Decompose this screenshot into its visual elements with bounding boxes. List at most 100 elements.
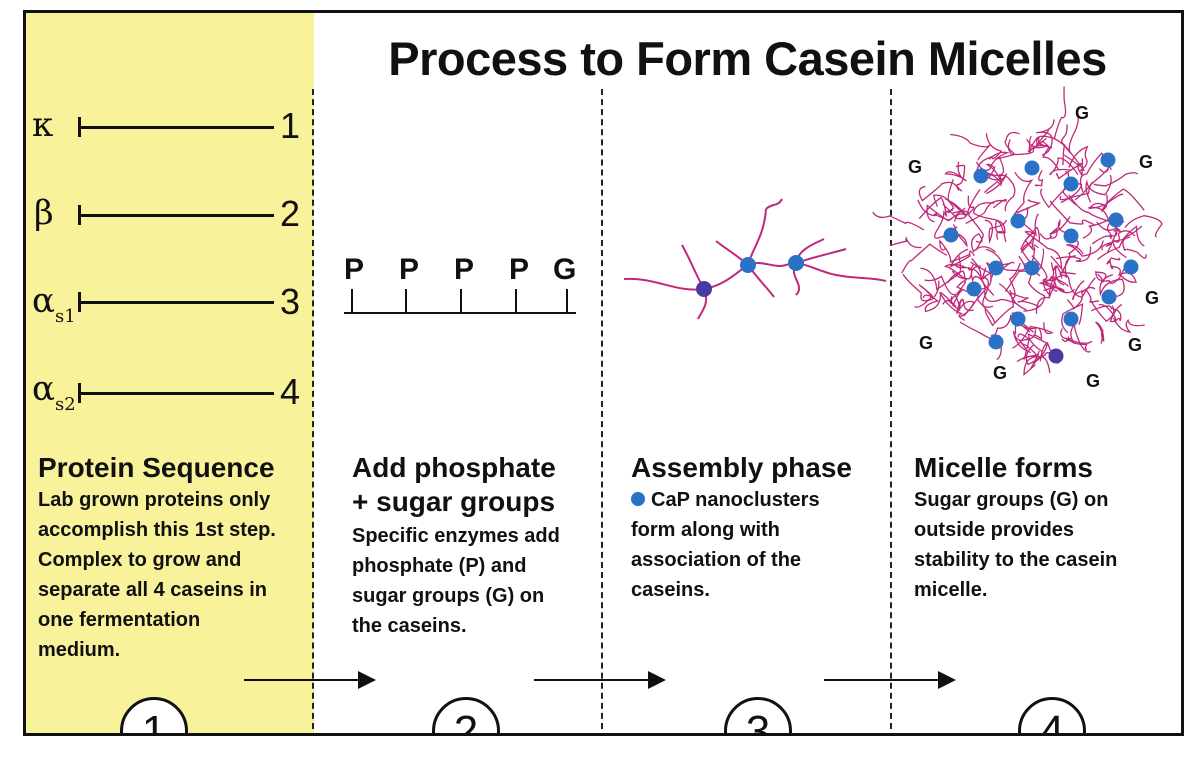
cap-nanocluster-dot bbox=[1010, 311, 1026, 327]
micelle-strand bbox=[995, 131, 1020, 160]
micelle-strand bbox=[1008, 262, 1027, 311]
panel1-heading: Protein Sequence bbox=[38, 452, 275, 483]
sequence-line bbox=[78, 392, 274, 395]
micelle-strand bbox=[1070, 323, 1091, 353]
micelle-strand bbox=[1040, 141, 1060, 171]
micelle-strand bbox=[1112, 230, 1136, 259]
micelle-strand bbox=[1049, 157, 1079, 176]
sequence-symbol: αs1 bbox=[32, 281, 76, 327]
arrow-step3-to-4 bbox=[824, 671, 956, 689]
micelle-strand bbox=[1016, 199, 1042, 214]
divider-1 bbox=[312, 89, 314, 733]
micelle-strand bbox=[1095, 321, 1105, 344]
micelle-strand bbox=[1059, 239, 1079, 276]
micelle-strand bbox=[1088, 193, 1124, 210]
micelle-strand bbox=[1106, 257, 1121, 270]
micelle-strand bbox=[1122, 236, 1147, 259]
micelle-strand bbox=[952, 210, 984, 251]
micelle-strand bbox=[1042, 279, 1065, 292]
micelle-strand bbox=[1111, 225, 1143, 242]
micelle-strand bbox=[1036, 135, 1085, 172]
cap-nanocluster-dot bbox=[1048, 348, 1064, 364]
cap-nanocluster-dot bbox=[1010, 213, 1026, 229]
phosphate-label: P bbox=[454, 253, 475, 286]
micelle-strand bbox=[1042, 255, 1076, 282]
micelle-strand bbox=[901, 243, 948, 274]
micelle-strand bbox=[984, 283, 1017, 305]
micelle-strand bbox=[1096, 271, 1107, 283]
cap-nanocluster-dot bbox=[1063, 228, 1079, 244]
sequence-line bbox=[78, 126, 274, 129]
cap-nanocluster-dot bbox=[973, 168, 989, 184]
panel3-heading: Assembly phase bbox=[631, 452, 852, 483]
micelle-strand bbox=[933, 194, 955, 214]
micelle-strand bbox=[944, 161, 967, 182]
cap-nanocluster-dot bbox=[1100, 152, 1116, 168]
divider-3 bbox=[890, 89, 892, 733]
micelle-strand bbox=[942, 289, 963, 307]
micelle-strand bbox=[1089, 300, 1115, 323]
sugar-group-label: G bbox=[919, 333, 934, 353]
cap-nanocluster-dot bbox=[1123, 259, 1139, 275]
sequence-number: 3 bbox=[280, 281, 301, 322]
sugar-group-label: G bbox=[1075, 103, 1090, 123]
micelle-strand bbox=[918, 181, 960, 202]
cap-nanocluster-dot bbox=[943, 227, 959, 243]
cap-nanocluster-dot bbox=[988, 260, 1004, 276]
micelle-strand bbox=[970, 232, 996, 253]
micelle-strand bbox=[1034, 170, 1044, 187]
micelle-strand bbox=[1027, 333, 1049, 362]
micelle-strand bbox=[1049, 216, 1071, 235]
micelle-strand bbox=[1060, 328, 1093, 344]
panel2-heading: Add phosphate + sugar groups bbox=[352, 452, 556, 517]
micelle-strand bbox=[1050, 255, 1096, 298]
micelle-strand bbox=[955, 164, 966, 192]
micelle-strand bbox=[926, 204, 966, 223]
cap-nanocluster-dot bbox=[1063, 176, 1079, 192]
cap-nanocluster-dot bbox=[966, 281, 982, 297]
sugar-label: G bbox=[553, 253, 577, 286]
micelle-strand bbox=[1049, 200, 1095, 226]
micelle-strand bbox=[1055, 246, 1092, 262]
micelle-strand bbox=[984, 289, 1014, 327]
panel-protein-sequence-background bbox=[26, 13, 314, 733]
micelle-strand bbox=[902, 273, 940, 302]
micelle-strand bbox=[944, 195, 975, 217]
micelle-strand bbox=[965, 198, 1007, 224]
micelle-strand bbox=[1060, 114, 1079, 154]
micelle-strand bbox=[1050, 275, 1076, 294]
micelle-strand bbox=[1020, 232, 1037, 254]
micelle-strand bbox=[950, 295, 974, 312]
sugar-group-label: G bbox=[993, 363, 1008, 383]
micelle-strand bbox=[947, 178, 967, 222]
cap-nanocluster-dot bbox=[1063, 311, 1079, 327]
cap-nanocluster-dot bbox=[1024, 160, 1040, 176]
micelle-strand bbox=[914, 284, 935, 308]
micelle-illustration bbox=[872, 86, 1163, 376]
micelle-strand bbox=[959, 321, 1002, 361]
micelle-strand bbox=[1012, 171, 1034, 218]
micelle-strand bbox=[1053, 86, 1067, 140]
micelle-strand bbox=[985, 163, 1002, 186]
phosphate-label: P bbox=[344, 253, 365, 286]
micelle-strand bbox=[1124, 215, 1163, 238]
panel2-description: Specific enzymes add phosphate (P) and s… bbox=[352, 525, 560, 637]
blue-dot-icon bbox=[631, 492, 645, 506]
micelle-strand bbox=[1012, 329, 1037, 354]
sequence-symbol: κ bbox=[32, 105, 54, 145]
panel3-description: CaP nanoclusters form along with associa… bbox=[631, 489, 820, 601]
phosphate-label: P bbox=[509, 253, 530, 286]
micelle-strand bbox=[972, 268, 996, 323]
micelle-strand bbox=[1039, 227, 1058, 240]
micelle-strand bbox=[1093, 172, 1139, 187]
cap-nanocluster-dot bbox=[988, 334, 1004, 350]
sequence-symbol: αs2 bbox=[32, 369, 76, 415]
phosphate-label: P bbox=[399, 253, 420, 286]
micelle-strand bbox=[922, 292, 942, 313]
cap-nanocluster-dot bbox=[1101, 289, 1117, 305]
assembly-illustration bbox=[623, 198, 887, 320]
micelle-strand bbox=[1009, 291, 1040, 307]
micelle-strand bbox=[972, 202, 1006, 234]
micelle-strand bbox=[1068, 194, 1110, 223]
micelle-strand bbox=[1061, 303, 1084, 334]
